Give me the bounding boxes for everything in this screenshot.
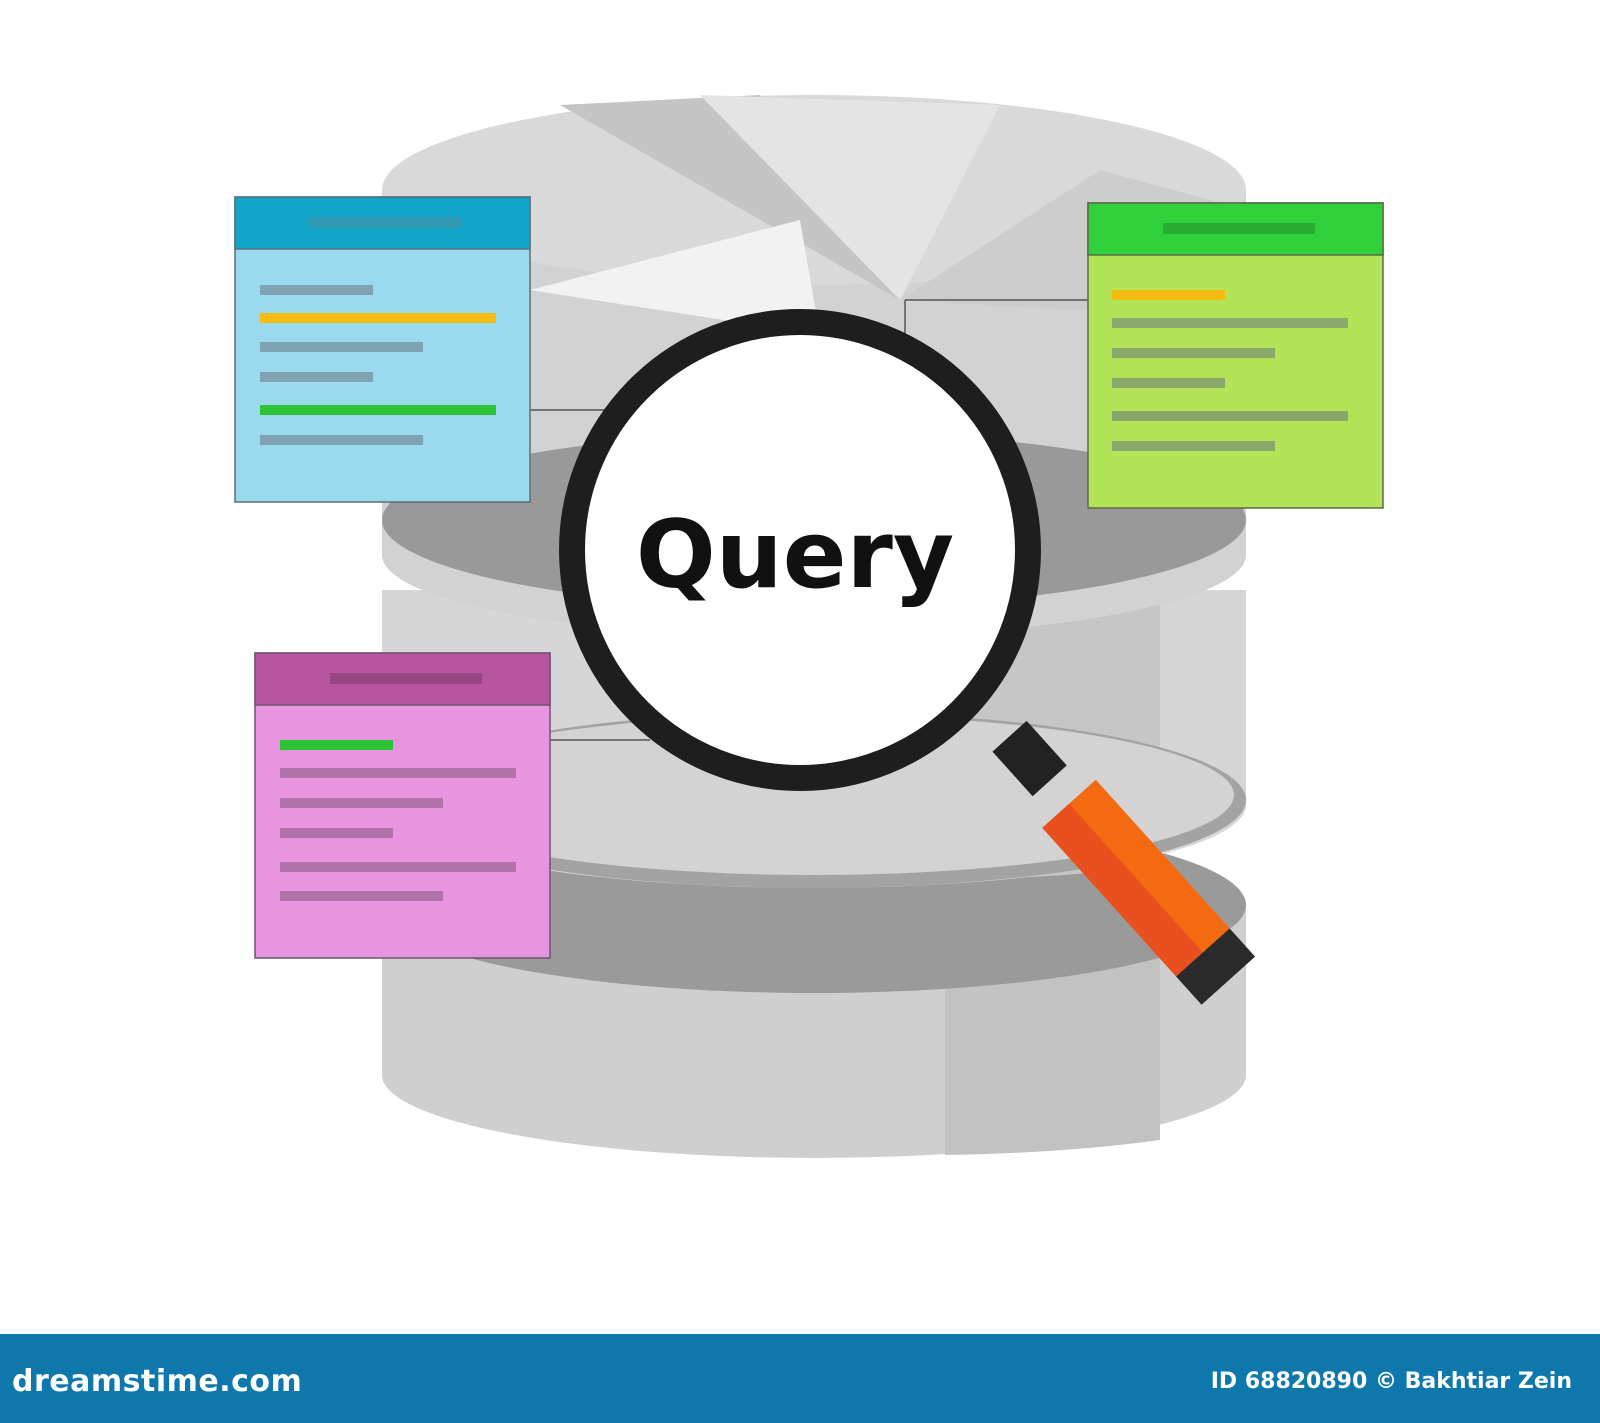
footer-bar: dreamstime.com ID 68820890 © Bakhtiar Ze…	[0, 1334, 1600, 1423]
query-label: Query	[636, 501, 954, 610]
footer-brand[interactable]: dreamstime.com	[12, 1364, 303, 1399]
green-document-card	[1087, 202, 1384, 509]
footer-credit: ID 68820890 © Bakhtiar Zein	[1210, 1369, 1572, 1394]
blue-document-card	[234, 196, 531, 503]
query-database-illustration: Query	[234, 95, 1384, 1158]
pink-document-card	[254, 652, 551, 959]
magnifying-glass-icon	[559, 309, 1256, 1005]
